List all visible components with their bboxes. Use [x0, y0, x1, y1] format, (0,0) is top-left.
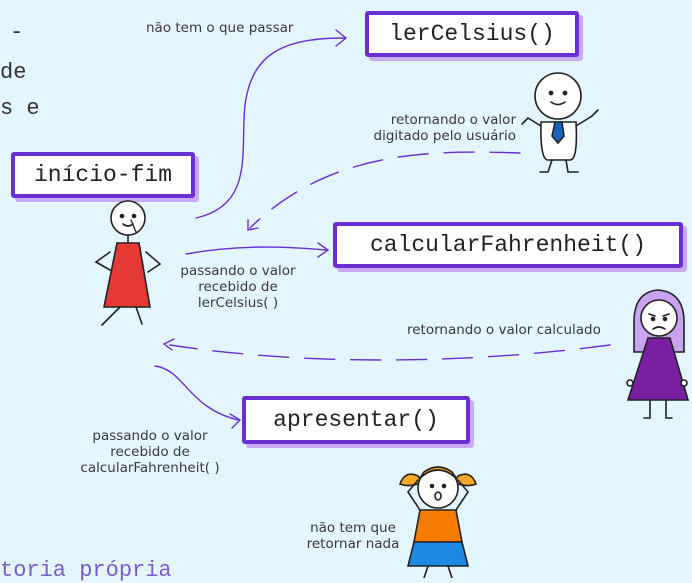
- cropped-text-line-1: -: [10, 20, 24, 45]
- purple-dress-figure: [626, 289, 690, 419]
- label-passando-fahrenheit: passando o valor recebido de calcularFah…: [80, 428, 220, 476]
- arrow-call-lerCelsius: [195, 37, 346, 219]
- label-retornando-calculado: retornando o valor calculado: [407, 322, 601, 338]
- arrow-return-calcularFahrenheit: [169, 344, 611, 361]
- arrow-call-calcularFahrenheit: [185, 246, 327, 255]
- label-nao-tem-que-retornar: não tem que retornar nada: [306, 520, 400, 552]
- label-passando-celsius: passando o valor recebido de lerCelsius(…: [180, 263, 296, 311]
- orange-shirt-figure: [398, 466, 478, 578]
- box-lerCelsius: lerCelsius(): [365, 11, 579, 57]
- box-inicio-fim-label: início-fim: [33, 162, 173, 188]
- cropped-text-line-3: s e: [0, 96, 40, 121]
- red-dress-figure: [94, 200, 162, 326]
- cropped-text-line-2: de: [0, 60, 27, 85]
- box-calcularFahrenheit: calcularFahrenheit(): [333, 222, 683, 268]
- box-apresentar-label: apresentar(): [273, 407, 439, 433]
- box-apresentar: apresentar(): [242, 396, 470, 444]
- label-retornando-digitado: retornando o valor digitado pelo usuário: [373, 112, 516, 144]
- box-inicio-fim: início-fim: [11, 152, 195, 198]
- box-calcularFahrenheit-label: calcularFahrenheit(): [369, 232, 647, 258]
- tie-figure: [521, 72, 599, 173]
- arrow-call-apresentar: [154, 365, 239, 421]
- arrow-return-lerCelsius: [249, 151, 521, 229]
- label-nao-tem-o-que-passar: não tem o que passar: [146, 20, 294, 36]
- box-lerCelsius-label: lerCelsius(): [389, 21, 555, 47]
